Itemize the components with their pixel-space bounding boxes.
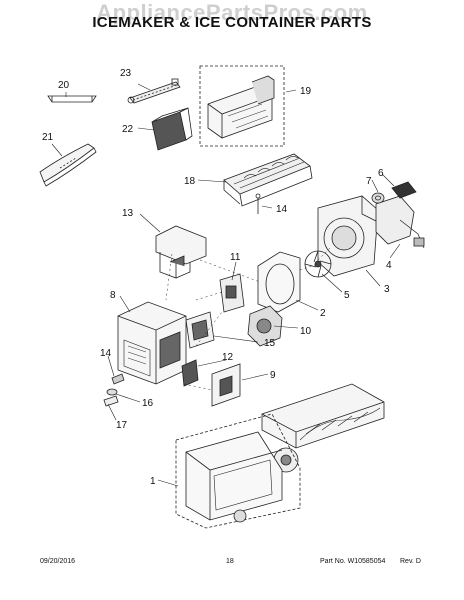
part-6-connector	[391, 181, 417, 199]
callout-11: 11	[230, 252, 241, 263]
part-1-ice-bucket	[175, 413, 301, 529]
part-3-motor-housing	[317, 195, 379, 277]
part-14-screw-upper	[255, 193, 261, 214]
ice-container-bin	[261, 383, 385, 473]
footer-date: 09/20/2016	[40, 558, 76, 565]
part-2-fan-shroud	[257, 251, 301, 313]
part-7-nut	[371, 192, 385, 204]
callout-20: 20	[58, 80, 70, 91]
callout-16: 16	[142, 398, 154, 409]
callout-14-lower: 14	[100, 348, 112, 359]
footer-part-no: Part No. W10585054	[320, 558, 386, 565]
callout-2: 2	[320, 308, 326, 319]
callout-19: 19	[300, 86, 312, 97]
part-22-cover	[151, 107, 193, 151]
callout-4: 4	[386, 260, 392, 271]
callout-15: 15	[264, 338, 276, 349]
footer-rev: Rev. D	[400, 558, 421, 565]
callout-6: 6	[378, 168, 384, 179]
part-5-fan-blade	[304, 250, 332, 278]
page-title: ICEMAKER & ICE CONTAINER PARTS	[92, 14, 372, 31]
part-20-bracket	[47, 95, 97, 103]
callout-1: 1	[150, 476, 156, 487]
footer-page: 18	[226, 558, 234, 565]
callout-14-upper: 14	[276, 204, 288, 215]
part-8-housing	[117, 301, 187, 385]
callout-12: 12	[222, 352, 234, 363]
footer: 09/20/2016 18 Part No. W10585054 Rev. D	[0, 558, 464, 572]
alignment-lines	[165, 247, 331, 391]
part-19-icemaker	[199, 65, 285, 147]
part-9-cover-plate	[211, 363, 241, 407]
part-23-wire-harness	[127, 78, 181, 104]
part-10-solenoid	[247, 305, 283, 347]
callout-7: 7	[366, 176, 372, 187]
part-21-cover	[39, 143, 97, 187]
callout-21: 21	[42, 132, 54, 143]
part-4-motor	[375, 195, 425, 249]
callout-18: 18	[184, 176, 196, 187]
part-14-screw-lower	[111, 373, 125, 385]
watermark: AppliancePartsPros.com	[96, 0, 368, 25]
part-12-sensor	[181, 359, 199, 387]
part-15-bracket	[185, 311, 215, 349]
callout-5: 5	[344, 290, 350, 301]
callout-3: 3	[384, 284, 390, 295]
part-13-duct	[155, 225, 207, 279]
leader-lines	[51, 83, 401, 487]
callout-13: 13	[122, 208, 134, 219]
part-18-ice-mold	[223, 153, 313, 207]
callout-23: 23	[120, 68, 132, 79]
callout-9: 9	[270, 370, 276, 381]
callout-22: 22	[122, 124, 134, 135]
part-17-clip	[103, 395, 119, 407]
callout-10: 10	[300, 326, 312, 337]
part-16-washer	[106, 388, 118, 396]
callout-17: 17	[116, 420, 128, 431]
part-11-switch	[219, 273, 245, 313]
callout-8: 8	[110, 290, 116, 301]
